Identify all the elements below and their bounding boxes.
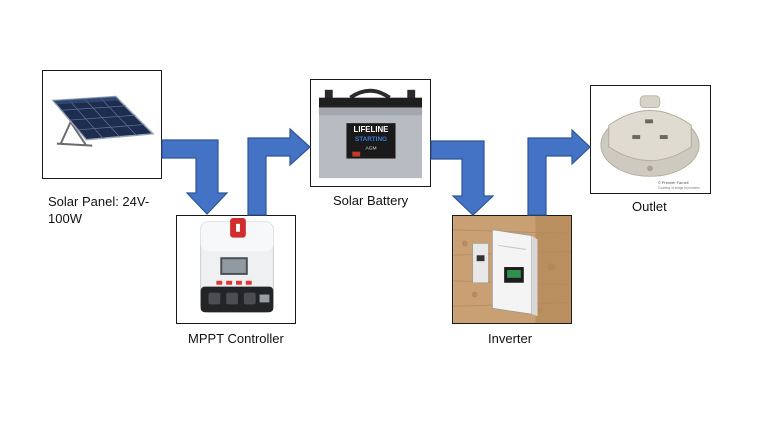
solar-panel-photo-icon <box>43 71 161 178</box>
solar-panel-image <box>42 70 162 179</box>
outlet-credit-text: © Premier Farnell <box>658 180 689 185</box>
battery-subbrand-text: STARTING <box>355 136 387 143</box>
battery-type-text: AGM <box>365 146 376 152</box>
outlet-image: © Premier Farnell Courtesy of image to p… <box>590 85 711 194</box>
outlet-credit-note-text: Courtesy of image to premiers <box>658 186 700 190</box>
inverter-photo-icon <box>453 216 571 323</box>
arrow-inverter-to-outlet <box>527 128 591 216</box>
mppt-controller-photo-icon <box>177 216 295 323</box>
solar-panel-label: Solar Panel: 24V-100W <box>48 194 150 226</box>
solar-battery-image: LIFELINE STARTING AGM <box>310 79 431 187</box>
inverter-image <box>452 215 572 324</box>
outlet-label: Outlet <box>632 199 667 214</box>
arrow-solar-battery-to-inverter <box>430 140 495 216</box>
arrow-mppt-controller-to-solar-battery <box>247 127 311 216</box>
mppt-controller-image <box>176 215 296 324</box>
battery-photo-icon: LIFELINE STARTING AGM <box>311 80 430 186</box>
inverter-label: Inverter <box>488 331 533 346</box>
battery-brand-text: LIFELINE <box>354 125 389 134</box>
uk-socket-photo-icon: © Premier Farnell Courtesy of image to p… <box>591 86 710 193</box>
solar-battery-label: Solar Battery <box>333 193 409 208</box>
arrow-solar-panel-to-mppt-controller <box>161 139 229 215</box>
mppt-controller-label: MPPT Controller <box>188 331 284 346</box>
